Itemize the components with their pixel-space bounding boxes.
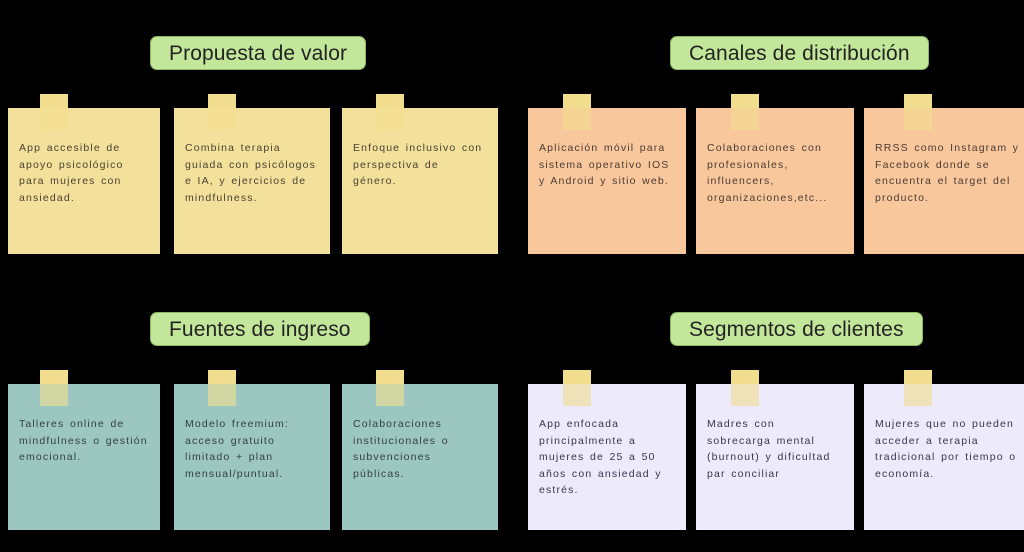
tape-top-part <box>208 94 236 108</box>
tape-top-part <box>731 370 759 384</box>
quadrant-canales-de-distribucion: Canales de distribución Aplicación móvil… <box>512 0 1024 276</box>
sticky-note-text: App accesible de apoyo psicológico para … <box>19 142 124 204</box>
sticky-note[interactable]: Enfoque inclusivo con perspectiva de gén… <box>342 94 498 254</box>
tape-icon <box>40 370 68 406</box>
sticky-note-row: Talleres online de mindfulness o gestión… <box>0 370 512 530</box>
quadrant-title-propuesta-de-valor: Propuesta de valor <box>150 36 367 70</box>
sticky-note-row: Aplicación móvil para sistema operativo … <box>512 94 1024 254</box>
tape-overlay-part <box>731 384 759 406</box>
sticky-note-text: Talleres online de mindfulness o gestión… <box>19 418 148 463</box>
sticky-note-text: Madres con sobrecarga mental (burnout) y… <box>707 418 831 480</box>
sticky-note-text: Enfoque inclusivo con perspectiva de gén… <box>353 142 483 187</box>
sticky-note-text: App enfocada principalmente a mujeres de… <box>539 418 662 496</box>
sticky-note-text: Colaboraciones institucionales o subvenc… <box>353 418 449 480</box>
tape-top-part <box>904 370 932 384</box>
quadrant-fuentes-de-ingreso: Fuentes de ingreso Talleres online de mi… <box>0 276 512 552</box>
tape-top-part <box>376 94 404 108</box>
tape-icon <box>208 370 236 406</box>
sticky-note-text: RRSS como Instagram y Facebook donde se … <box>875 142 1020 204</box>
sticky-note-text: Modelo freemium: acceso gratuito limitad… <box>185 418 289 480</box>
tape-icon <box>376 94 404 130</box>
tape-overlay-part <box>904 384 932 406</box>
sticky-note-text: Mujeres que no pueden acceder a terapia … <box>875 418 1017 480</box>
sticky-note[interactable]: Talleres online de mindfulness o gestión… <box>8 370 160 530</box>
sticky-note[interactable]: Combina terapia guiada con psicólogos e … <box>174 94 330 254</box>
tape-icon <box>904 94 932 130</box>
tape-top-part <box>376 370 404 384</box>
quadrant-propuesta-de-valor: Propuesta de valor App accesible de apoy… <box>0 0 512 276</box>
tape-overlay-part <box>208 108 236 130</box>
sticky-note[interactable]: App enfocada principalmente a mujeres de… <box>528 370 686 530</box>
tape-overlay-part <box>376 384 404 406</box>
sticky-note[interactable]: Madres con sobrecarga mental (burnout) y… <box>696 370 854 530</box>
tape-overlay-part <box>40 384 68 406</box>
tape-icon <box>731 370 759 406</box>
quadrant-title-segmentos-de-clientes: Segmentos de clientes <box>670 312 923 346</box>
sticky-note-text: Combina terapia guiada con psicólogos e … <box>185 142 317 204</box>
tape-top-part <box>563 370 591 384</box>
sticky-note[interactable]: Mujeres que no pueden acceder a terapia … <box>864 370 1024 530</box>
sticky-note-text: Colaboraciones con profesionales, influe… <box>707 142 828 204</box>
tape-top-part <box>40 94 68 108</box>
tape-overlay-part <box>376 108 404 130</box>
sticky-note[interactable]: Modelo freemium: acceso gratuito limitad… <box>174 370 330 530</box>
tape-overlay-part <box>40 108 68 130</box>
tape-icon <box>376 370 404 406</box>
quadrant-title-fuentes-de-ingreso: Fuentes de ingreso <box>150 312 370 346</box>
quadrant-segmentos-de-clientes: Segmentos de clientes App enfocada princ… <box>512 276 1024 552</box>
tape-icon <box>731 94 759 130</box>
quadrant-title-canales-de-distribucion: Canales de distribución <box>670 36 929 70</box>
tape-top-part <box>731 94 759 108</box>
sticky-note-row: App accesible de apoyo psicológico para … <box>0 94 512 254</box>
tape-overlay-part <box>208 384 236 406</box>
sticky-note[interactable]: Colaboraciones institucionales o subvenc… <box>342 370 498 530</box>
sticky-note-text: Aplicación móvil para sistema operativo … <box>539 142 670 187</box>
tape-overlay-part <box>731 108 759 130</box>
tape-icon <box>208 94 236 130</box>
sticky-note[interactable]: App accesible de apoyo psicológico para … <box>8 94 160 254</box>
sticky-note-row: App enfocada principalmente a mujeres de… <box>512 370 1024 530</box>
tape-top-part <box>904 94 932 108</box>
tape-top-part <box>563 94 591 108</box>
sticky-note[interactable]: Colaboraciones con profesionales, influe… <box>696 94 854 254</box>
tape-overlay-part <box>563 384 591 406</box>
tape-icon <box>904 370 932 406</box>
sticky-note[interactable]: Aplicación móvil para sistema operativo … <box>528 94 686 254</box>
tape-icon <box>563 94 591 130</box>
tape-overlay-part <box>563 108 591 130</box>
tape-overlay-part <box>904 108 932 130</box>
tape-top-part <box>208 370 236 384</box>
tape-icon <box>40 94 68 130</box>
tape-icon <box>563 370 591 406</box>
sticky-note[interactable]: RRSS como Instagram y Facebook donde se … <box>864 94 1024 254</box>
tape-top-part <box>40 370 68 384</box>
